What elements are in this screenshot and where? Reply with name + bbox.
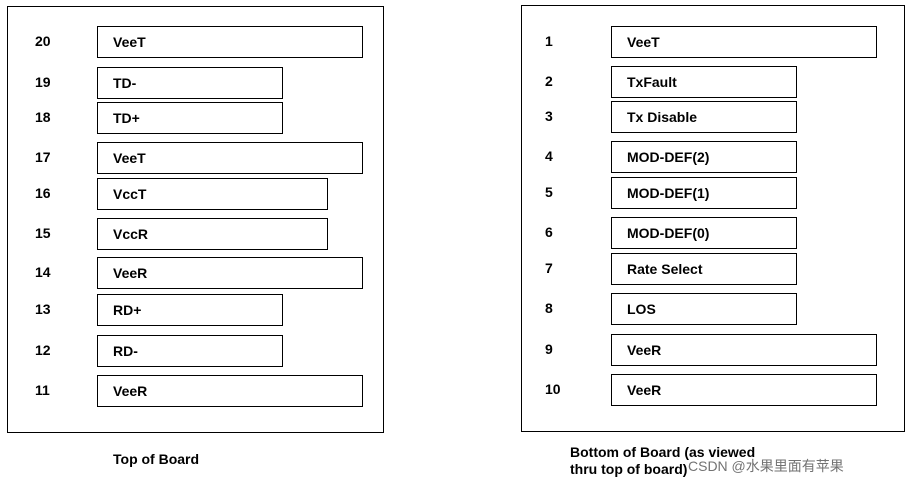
pin-number: 14 — [35, 264, 51, 280]
pin-label: VeeT — [97, 26, 363, 58]
top-of-board-caption: Top of Board — [113, 451, 200, 467]
pin-number: 16 — [35, 185, 51, 201]
pin-number: 6 — [545, 224, 553, 240]
pin-label: Tx Disable — [611, 101, 797, 133]
pin-label: LOS — [611, 293, 797, 325]
pin-label: VeeR — [97, 257, 363, 289]
pin-label: Rate Select — [611, 253, 797, 285]
pin-number: 12 — [35, 342, 51, 358]
bottom-of-board-caption: Bottom of Board (as viewed thru top of b… — [570, 444, 755, 478]
pin-label: TD+ — [97, 102, 283, 134]
pin-label: MOD-DEF(0) — [611, 217, 797, 249]
pin-label: VccR — [97, 218, 328, 250]
pin-number: 17 — [35, 149, 51, 165]
pin-label: TD- — [97, 67, 283, 99]
pin-number: 13 — [35, 301, 51, 317]
pin-number: 8 — [545, 300, 553, 316]
pin-label: VeeR — [97, 375, 363, 407]
pin-number: 10 — [545, 381, 561, 397]
pin-number: 7 — [545, 260, 553, 276]
pin-number: 4 — [545, 148, 553, 164]
caption-line-1: Bottom of Board (as viewed — [570, 444, 756, 460]
pin-number: 11 — [35, 382, 50, 398]
pin-number: 20 — [35, 33, 51, 49]
pin-label: VeeR — [611, 334, 877, 366]
pin-number: 3 — [545, 108, 553, 124]
pin-number: 19 — [35, 74, 51, 90]
pin-label: RD- — [97, 335, 283, 367]
pin-number: 18 — [35, 109, 51, 125]
watermark: CSDN @水果里面有苹果 — [688, 458, 844, 474]
bottom-of-board-panel: 1 VeeT 2 TxFault 3 Tx Disable 4 MOD-DEF(… — [521, 5, 905, 432]
pin-label: MOD-DEF(2) — [611, 141, 797, 173]
pin-label: TxFault — [611, 66, 797, 98]
pin-label: VeeT — [97, 142, 363, 174]
pin-number: 15 — [35, 225, 51, 241]
pin-label: VeeR — [611, 374, 877, 406]
pin-label: VccT — [97, 178, 328, 210]
pin-number: 2 — [545, 73, 553, 89]
pin-number: 5 — [545, 184, 553, 200]
top-of-board-panel: 20 VeeT 19 TD- 18 TD+ 17 VeeT 16 VccT 15… — [7, 6, 384, 433]
pin-label: RD+ — [97, 294, 283, 326]
pin-number: 1 — [545, 33, 553, 49]
pin-number: 9 — [545, 341, 553, 357]
pin-label: MOD-DEF(1) — [611, 177, 797, 209]
pin-label: VeeT — [611, 26, 877, 58]
caption-line-2: thru top of board) — [570, 461, 688, 477]
